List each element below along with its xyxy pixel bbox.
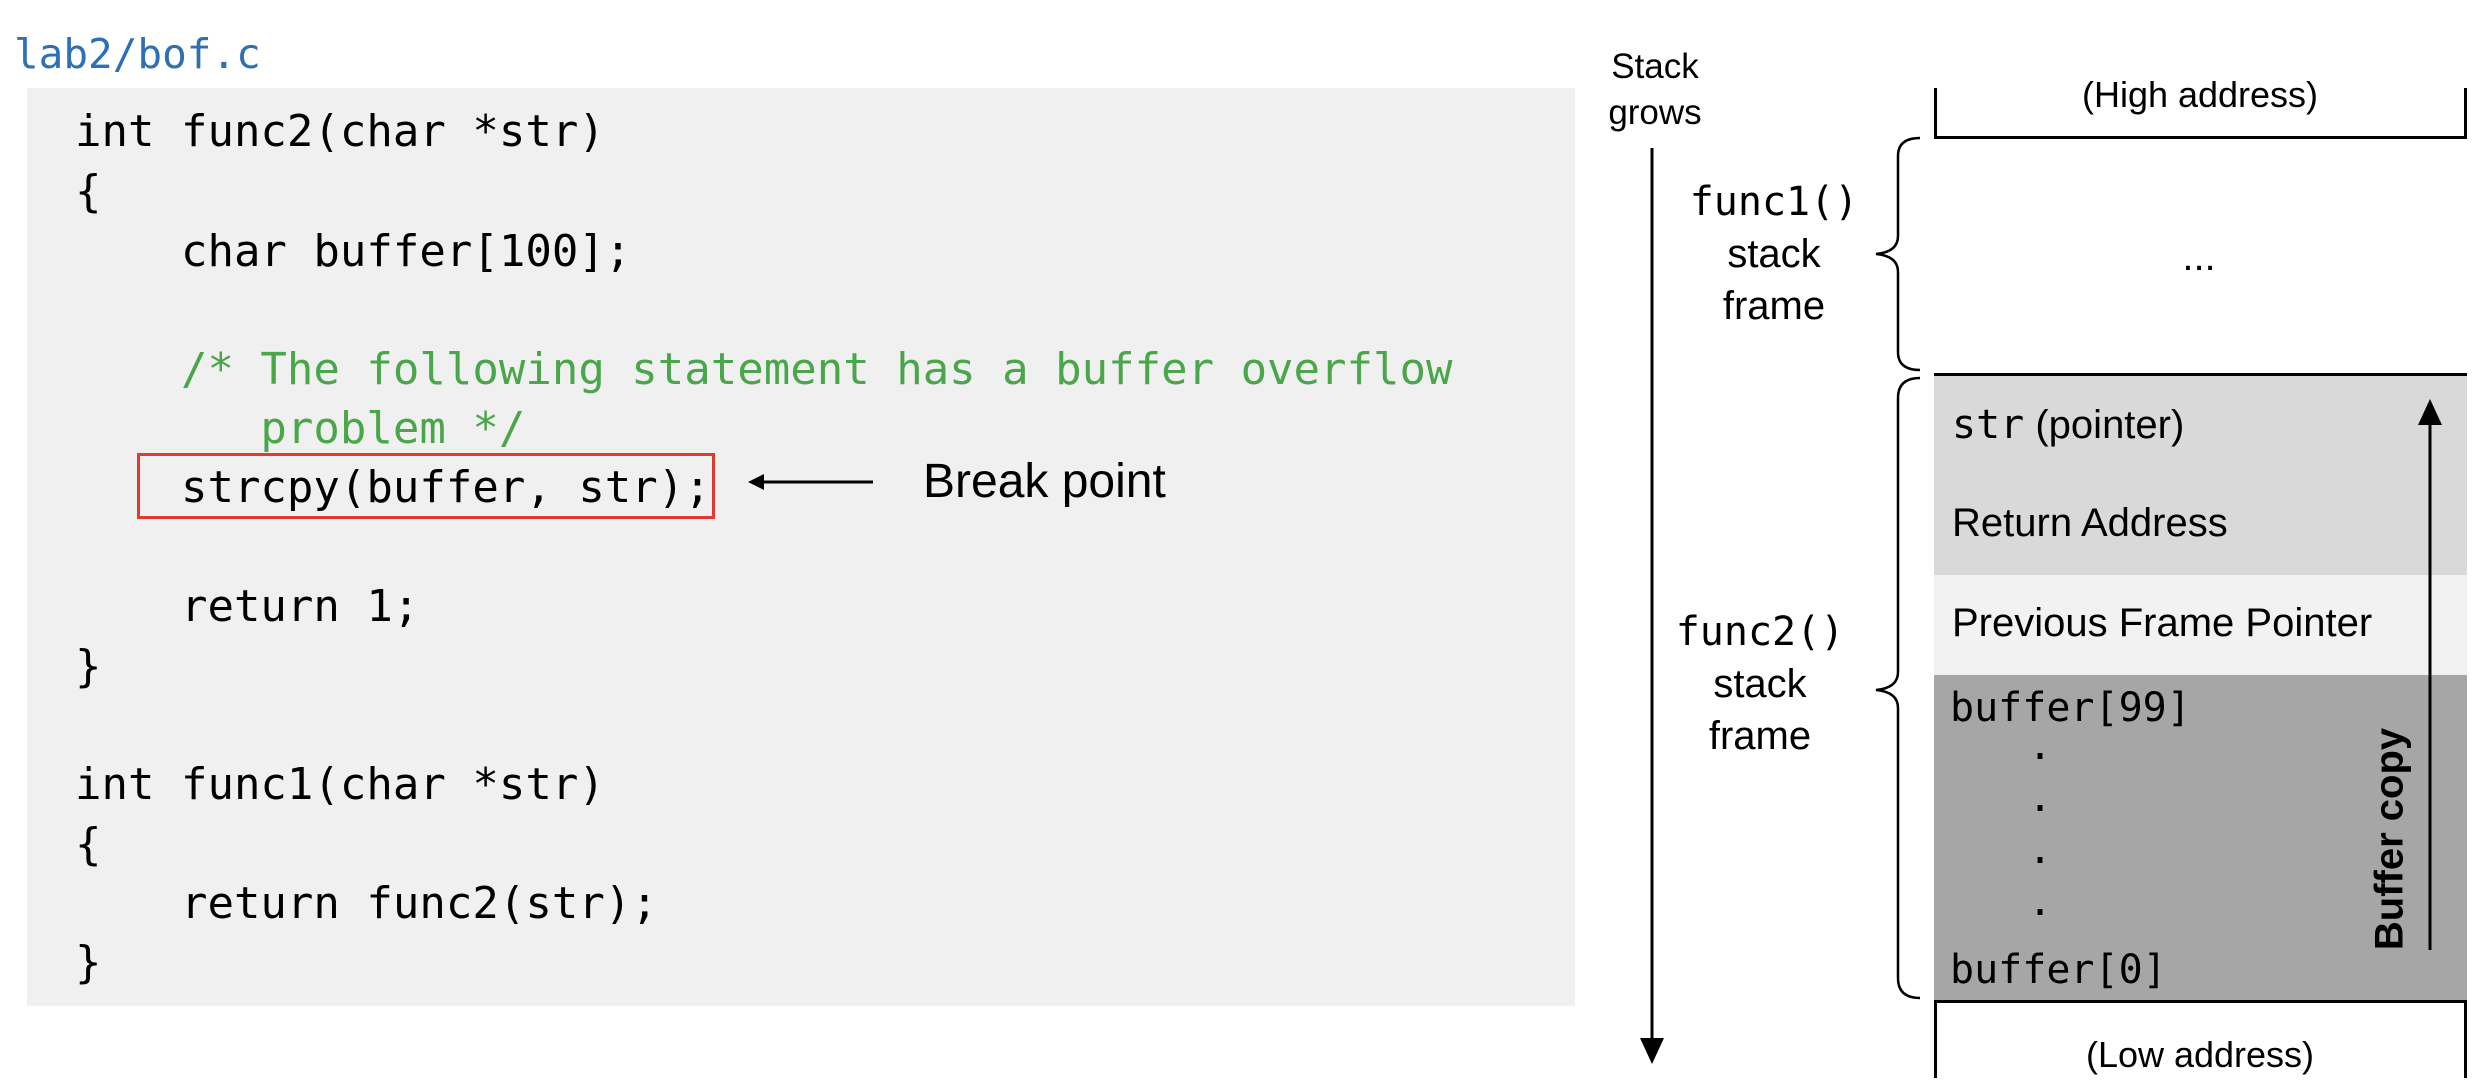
func1-frame-content: ... bbox=[2182, 235, 2216, 279]
code-line-strcpy: strcpy(buffer, str); bbox=[75, 462, 711, 513]
code-line: { bbox=[75, 166, 102, 217]
break-point-highlight bbox=[137, 453, 715, 519]
code-line: int func2(char *str) bbox=[75, 106, 605, 157]
code-comment-line: problem */ bbox=[75, 403, 526, 454]
previous-frame-pointer-label: Previous Frame Pointer bbox=[1952, 601, 2373, 645]
func1-frame-line3: frame bbox=[1722, 284, 1826, 328]
buffer-dot: . bbox=[2028, 827, 2053, 873]
stack-grows-arrow-head bbox=[1640, 1038, 1664, 1064]
break-point-label: Break point bbox=[923, 455, 1166, 508]
buffer-dot: . bbox=[2028, 723, 2053, 769]
func2-brace bbox=[1875, 376, 1921, 1000]
code-panel: int func2(char *str) { char buffer[100];… bbox=[27, 88, 1575, 1006]
code-line: int func1(char *str) bbox=[75, 759, 605, 810]
func1-frame-line2: stack bbox=[1727, 232, 1821, 276]
stack-grows-label: Stack grows bbox=[1595, 44, 1715, 136]
str-pointer-rest: (pointer) bbox=[2024, 403, 2185, 447]
func1-frame-name: func1() bbox=[1689, 179, 1859, 225]
code-line: } bbox=[75, 641, 102, 692]
code-line: char buffer[100]; bbox=[75, 226, 632, 277]
func2-frame-line3: frame bbox=[1708, 714, 1812, 758]
func1-frame-cell: ... bbox=[1934, 136, 2467, 376]
previous-frame-pointer-cell: Previous Frame Pointer bbox=[1934, 575, 2467, 677]
func2-frame-line2: stack bbox=[1713, 662, 1807, 706]
buffer-dot: . bbox=[2028, 775, 2053, 821]
code-line: return func2(str); bbox=[75, 878, 658, 929]
buffer-bottom-label: buffer[0] bbox=[1950, 947, 2167, 993]
buffer-copy-label: Buffer copy bbox=[2367, 727, 2412, 951]
code-comment-line: /* The following statement has a buffer … bbox=[75, 344, 1453, 395]
str-pointer-label: str (pointer) bbox=[1952, 402, 2184, 448]
stack-grows-label-line2: grows bbox=[1608, 93, 1702, 132]
code-line: return 1; bbox=[75, 581, 420, 632]
func2-frame-name: func2() bbox=[1675, 609, 1845, 655]
func1-frame-label: func1() stack frame bbox=[1664, 176, 1884, 332]
str-pointer-cell: str (pointer) bbox=[1934, 373, 2467, 477]
buffer-dot: . bbox=[2028, 879, 2053, 925]
code-line: } bbox=[75, 937, 102, 988]
file-name: lab2/bof.c bbox=[14, 30, 261, 78]
return-address-label: Return Address bbox=[1952, 501, 2228, 545]
code-line: { bbox=[75, 819, 102, 870]
buffer-copy-arrow bbox=[2418, 399, 2442, 950]
low-address-label: (Low address) bbox=[2085, 1034, 2315, 1075]
return-address-cell: Return Address bbox=[1934, 475, 2467, 577]
high-address-label: (High address) bbox=[2081, 74, 2319, 115]
str-pointer-mono: str bbox=[1952, 402, 2025, 448]
stack-grows-label-line1: Stack bbox=[1611, 47, 1699, 86]
buffer-top-label: buffer[99] bbox=[1950, 685, 2191, 731]
func2-frame-label: func2() stack frame bbox=[1650, 606, 1870, 762]
buffer-cell: buffer[99] . . . . buffer[0] bbox=[1934, 675, 2467, 1003]
